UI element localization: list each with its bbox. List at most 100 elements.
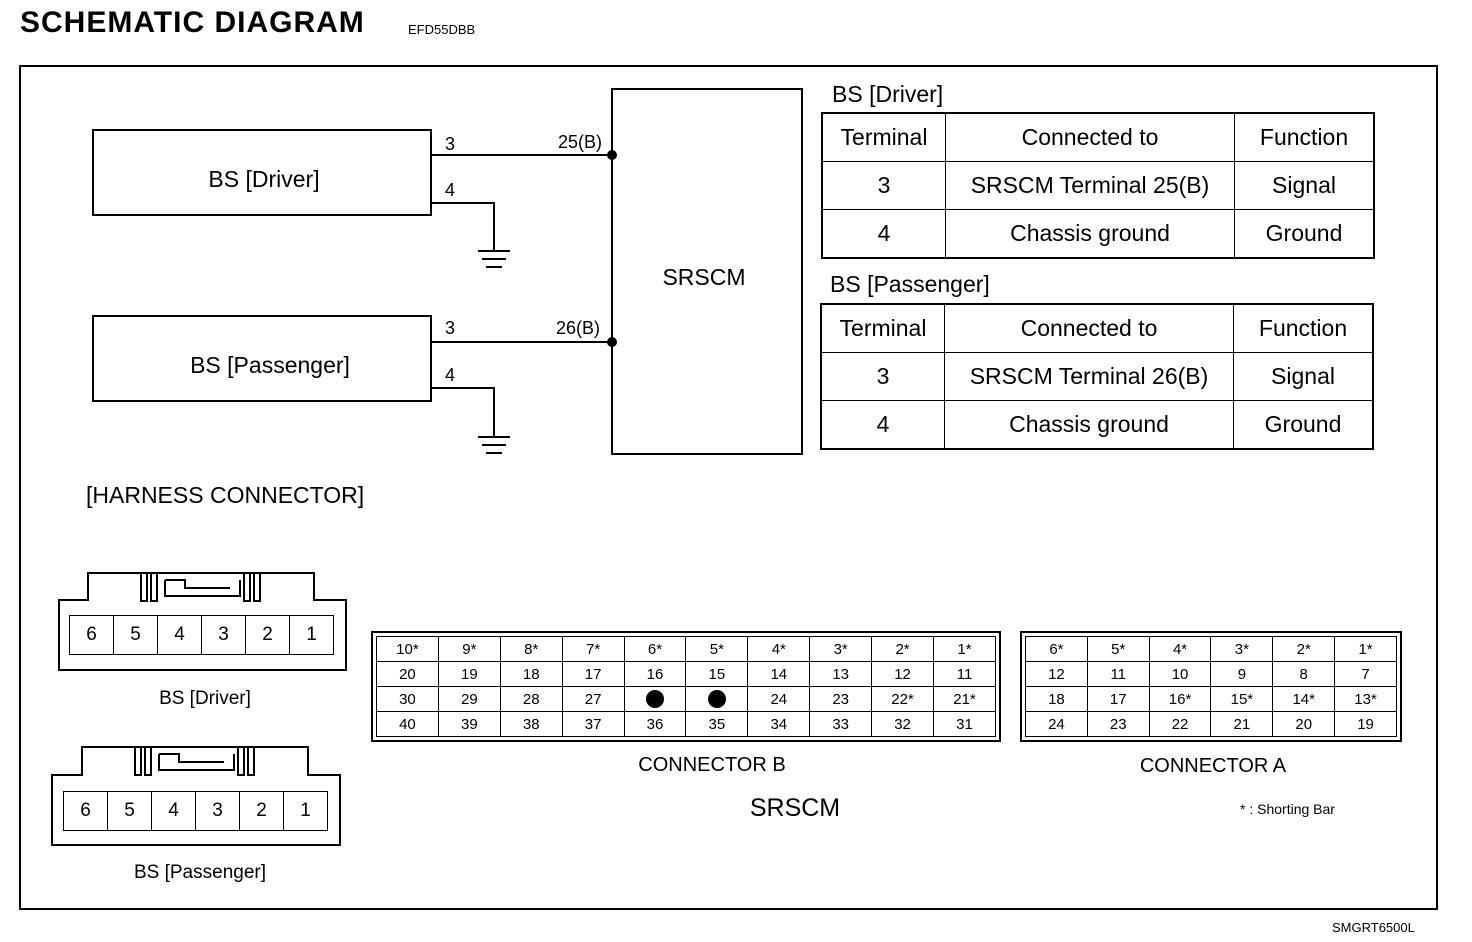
connector-b-label: CONNECTOR B xyxy=(638,754,786,776)
bs-driver-connector-housing xyxy=(58,572,347,671)
pin-cell: 18 xyxy=(1025,686,1088,712)
cell-connected-to: SRSCM Terminal 25(B) xyxy=(945,161,1235,210)
filled-pin-dot xyxy=(646,690,664,709)
pin-cell: 14 xyxy=(747,661,811,687)
pin-cell: 12 xyxy=(1025,661,1088,687)
pin-cell: 16* xyxy=(1148,686,1212,712)
cell-terminal: 3 xyxy=(821,161,946,210)
pin-cell: 4* xyxy=(747,636,811,662)
srscm-pin-25b-label: 25(B) xyxy=(558,132,602,152)
pin-cell: 8* xyxy=(499,636,563,662)
passenger-ground-symbol xyxy=(478,436,510,454)
pin-cell: 12 xyxy=(871,661,935,687)
pin-cell: 15 xyxy=(685,661,749,687)
pin-cell: 9* xyxy=(437,636,501,662)
pin-cell: 7* xyxy=(561,636,625,662)
pin-cell: 23 xyxy=(809,686,873,712)
pin-row: 6*5*4*3*2*1* xyxy=(1025,636,1397,662)
pin-cell: 29 xyxy=(437,686,501,712)
pin-cell: 13 xyxy=(809,661,873,687)
diagram-frame xyxy=(19,65,1438,910)
passenger-junction-dot xyxy=(607,337,617,347)
pin-cell: 4 xyxy=(157,615,202,655)
pin-cell: 20 xyxy=(376,661,439,687)
pin-cell: 2* xyxy=(1272,636,1336,662)
pin-cell: 31 xyxy=(933,711,996,737)
pin-cell: 2* xyxy=(871,636,935,662)
cell-connected-to: SRSCM Terminal 26(B) xyxy=(944,352,1234,401)
pin-cell: 10 xyxy=(1148,661,1212,687)
pin-cell: 6* xyxy=(1025,636,1088,662)
pin-cell-filled xyxy=(623,686,687,712)
cell-function: Signal xyxy=(1234,161,1375,210)
cell-terminal: 4 xyxy=(820,400,945,450)
passenger-pin-4-label: 4 xyxy=(445,365,455,385)
pin-cell: 6 xyxy=(69,615,114,655)
pin-cell: 35 xyxy=(685,711,749,737)
pin-cell: 28 xyxy=(499,686,563,712)
table-row: 4 Chassis ground Ground xyxy=(820,400,1374,450)
pin-cell: 1 xyxy=(289,615,334,655)
driver-junction-dot xyxy=(607,150,617,160)
pin-cell: 1 xyxy=(283,791,328,831)
pin-cell: 36 xyxy=(623,711,687,737)
cell-function: Ground xyxy=(1234,209,1375,259)
header-function: Function xyxy=(1233,303,1374,353)
srscm-pin-26b-label: 26(B) xyxy=(556,318,600,338)
cell-terminal: 3 xyxy=(820,352,945,401)
pin-cell: 5 xyxy=(107,791,152,831)
pin-cell: 2 xyxy=(245,615,290,655)
cell-connected-to: Chassis ground xyxy=(944,400,1234,450)
pin-cell: 18 xyxy=(499,661,563,687)
pin-cell: 17 xyxy=(1086,686,1150,712)
pin-cell: 30 xyxy=(376,686,439,712)
pin-cell: 8 xyxy=(1272,661,1336,687)
table-header-row: Terminal Connected to Function xyxy=(821,112,1375,162)
bs-passenger-box xyxy=(92,315,432,402)
bs-passenger-connector-housing xyxy=(51,746,341,846)
bs-passenger-connector-label: BS [Passenger] xyxy=(133,862,267,883)
document-code: EFD55DBB xyxy=(408,22,476,37)
passenger-ground-wire xyxy=(431,387,495,436)
shorting-bar-note: * : Shorting Bar xyxy=(1240,801,1335,817)
pin-cell: 20 xyxy=(1272,711,1336,737)
table-row: 3 SRSCM Terminal 26(B) Signal xyxy=(820,352,1374,401)
pin-cell: 5* xyxy=(685,636,749,662)
pin-cell: 4 xyxy=(151,791,196,831)
header-function: Function xyxy=(1234,112,1375,162)
pin-cell: 14* xyxy=(1272,686,1336,712)
pin-cell: 1* xyxy=(933,636,996,662)
pin-cell: 11 xyxy=(933,661,996,687)
passenger-pin-3-label: 3 xyxy=(445,318,455,338)
pin-cell: 27 xyxy=(561,686,625,712)
pin-cell: 7 xyxy=(1334,661,1397,687)
footer-code: SMGRT6500L xyxy=(1332,920,1415,935)
pin-row: 10*9*8*7*6*5*4*3*2*1* xyxy=(376,636,996,662)
table-row: 4 Chassis ground Ground xyxy=(821,209,1375,259)
srscm-box xyxy=(611,88,803,455)
pin-cell: 39 xyxy=(437,711,501,737)
driver-ground-wire xyxy=(431,202,495,250)
pin-cell: 34 xyxy=(747,711,811,737)
pin-cell: 19 xyxy=(437,661,501,687)
pin-cell: 24 xyxy=(1025,711,1088,737)
pin-cell: 3* xyxy=(1210,636,1274,662)
header-connected-to: Connected to xyxy=(944,303,1234,353)
pin-cell: 17 xyxy=(561,661,625,687)
pin-cell: 5 xyxy=(113,615,158,655)
pin-cell: 40 xyxy=(376,711,439,737)
header-terminal: Terminal xyxy=(820,303,945,353)
filled-pin-dot xyxy=(707,690,726,709)
pin-cell: 3* xyxy=(809,636,873,662)
pin-cell: 11 xyxy=(1086,661,1150,687)
pin-cell: 3 xyxy=(195,791,240,831)
srscm-connectors-label: SRSCM xyxy=(749,794,841,822)
